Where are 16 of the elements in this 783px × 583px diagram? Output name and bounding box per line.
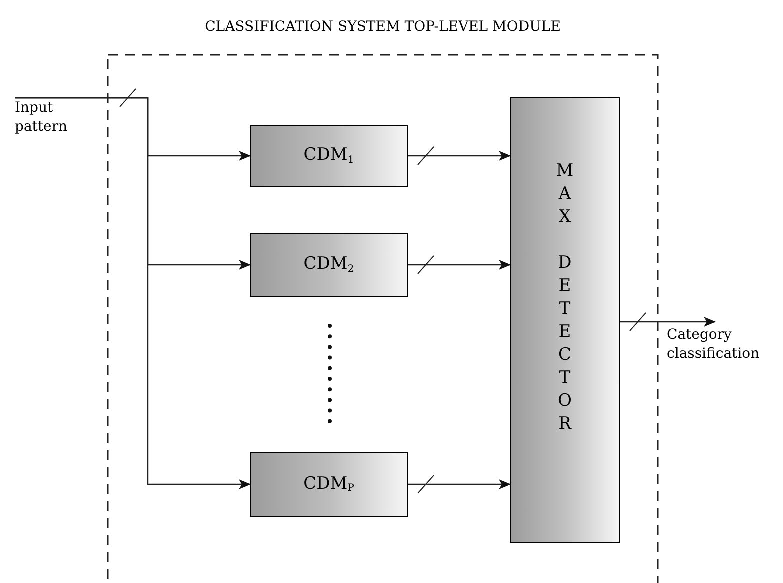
arrow <box>620 317 716 327</box>
arrow <box>408 480 511 490</box>
module-block <box>250 125 408 187</box>
module-block <box>250 452 408 517</box>
block-label: CDM$_{1}$ <box>304 144 354 168</box>
module-title: CLASSIFICATION SYSTEM TOP-LEVEL MODULE <box>204 18 562 37</box>
io-label: Category classification <box>667 326 761 364</box>
arrow <box>15 97 251 490</box>
vertical-label: MAX DETECTOR <box>556 160 574 436</box>
block-label: CDM$_{2}$ <box>304 253 354 277</box>
io-label: Input pattern <box>15 99 69 137</box>
block-label: CDM$_{P}$ <box>304 472 354 496</box>
module-block <box>250 233 408 297</box>
detector-block <box>510 97 620 543</box>
arrow <box>408 151 511 161</box>
arrow <box>408 260 511 270</box>
